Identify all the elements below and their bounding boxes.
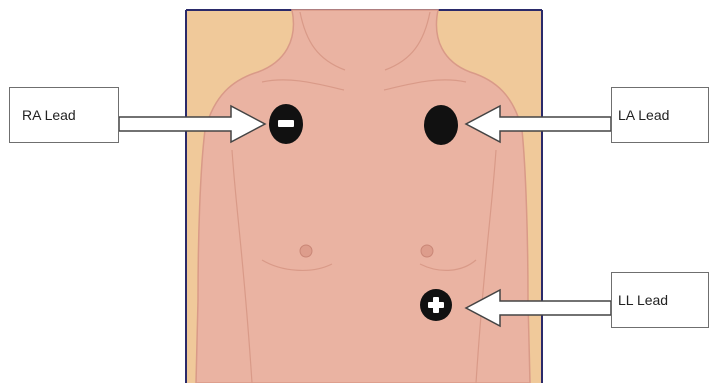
ll-lead-label: LL Lead [618, 292, 668, 308]
ra-lead-label: RA Lead [22, 107, 76, 123]
la-lead-label-box: LA Lead [611, 87, 709, 143]
ra-electrode [269, 104, 303, 144]
ra-lead-label-box: RA Lead [9, 87, 119, 143]
nipple-right [421, 245, 433, 257]
ll-electrode [420, 289, 452, 321]
nipple-left [300, 245, 312, 257]
la-electrode [424, 105, 458, 145]
minus-icon [278, 120, 294, 127]
la-lead-label: LA Lead [618, 107, 669, 123]
ll-lead-label-box: LL Lead [611, 272, 709, 328]
